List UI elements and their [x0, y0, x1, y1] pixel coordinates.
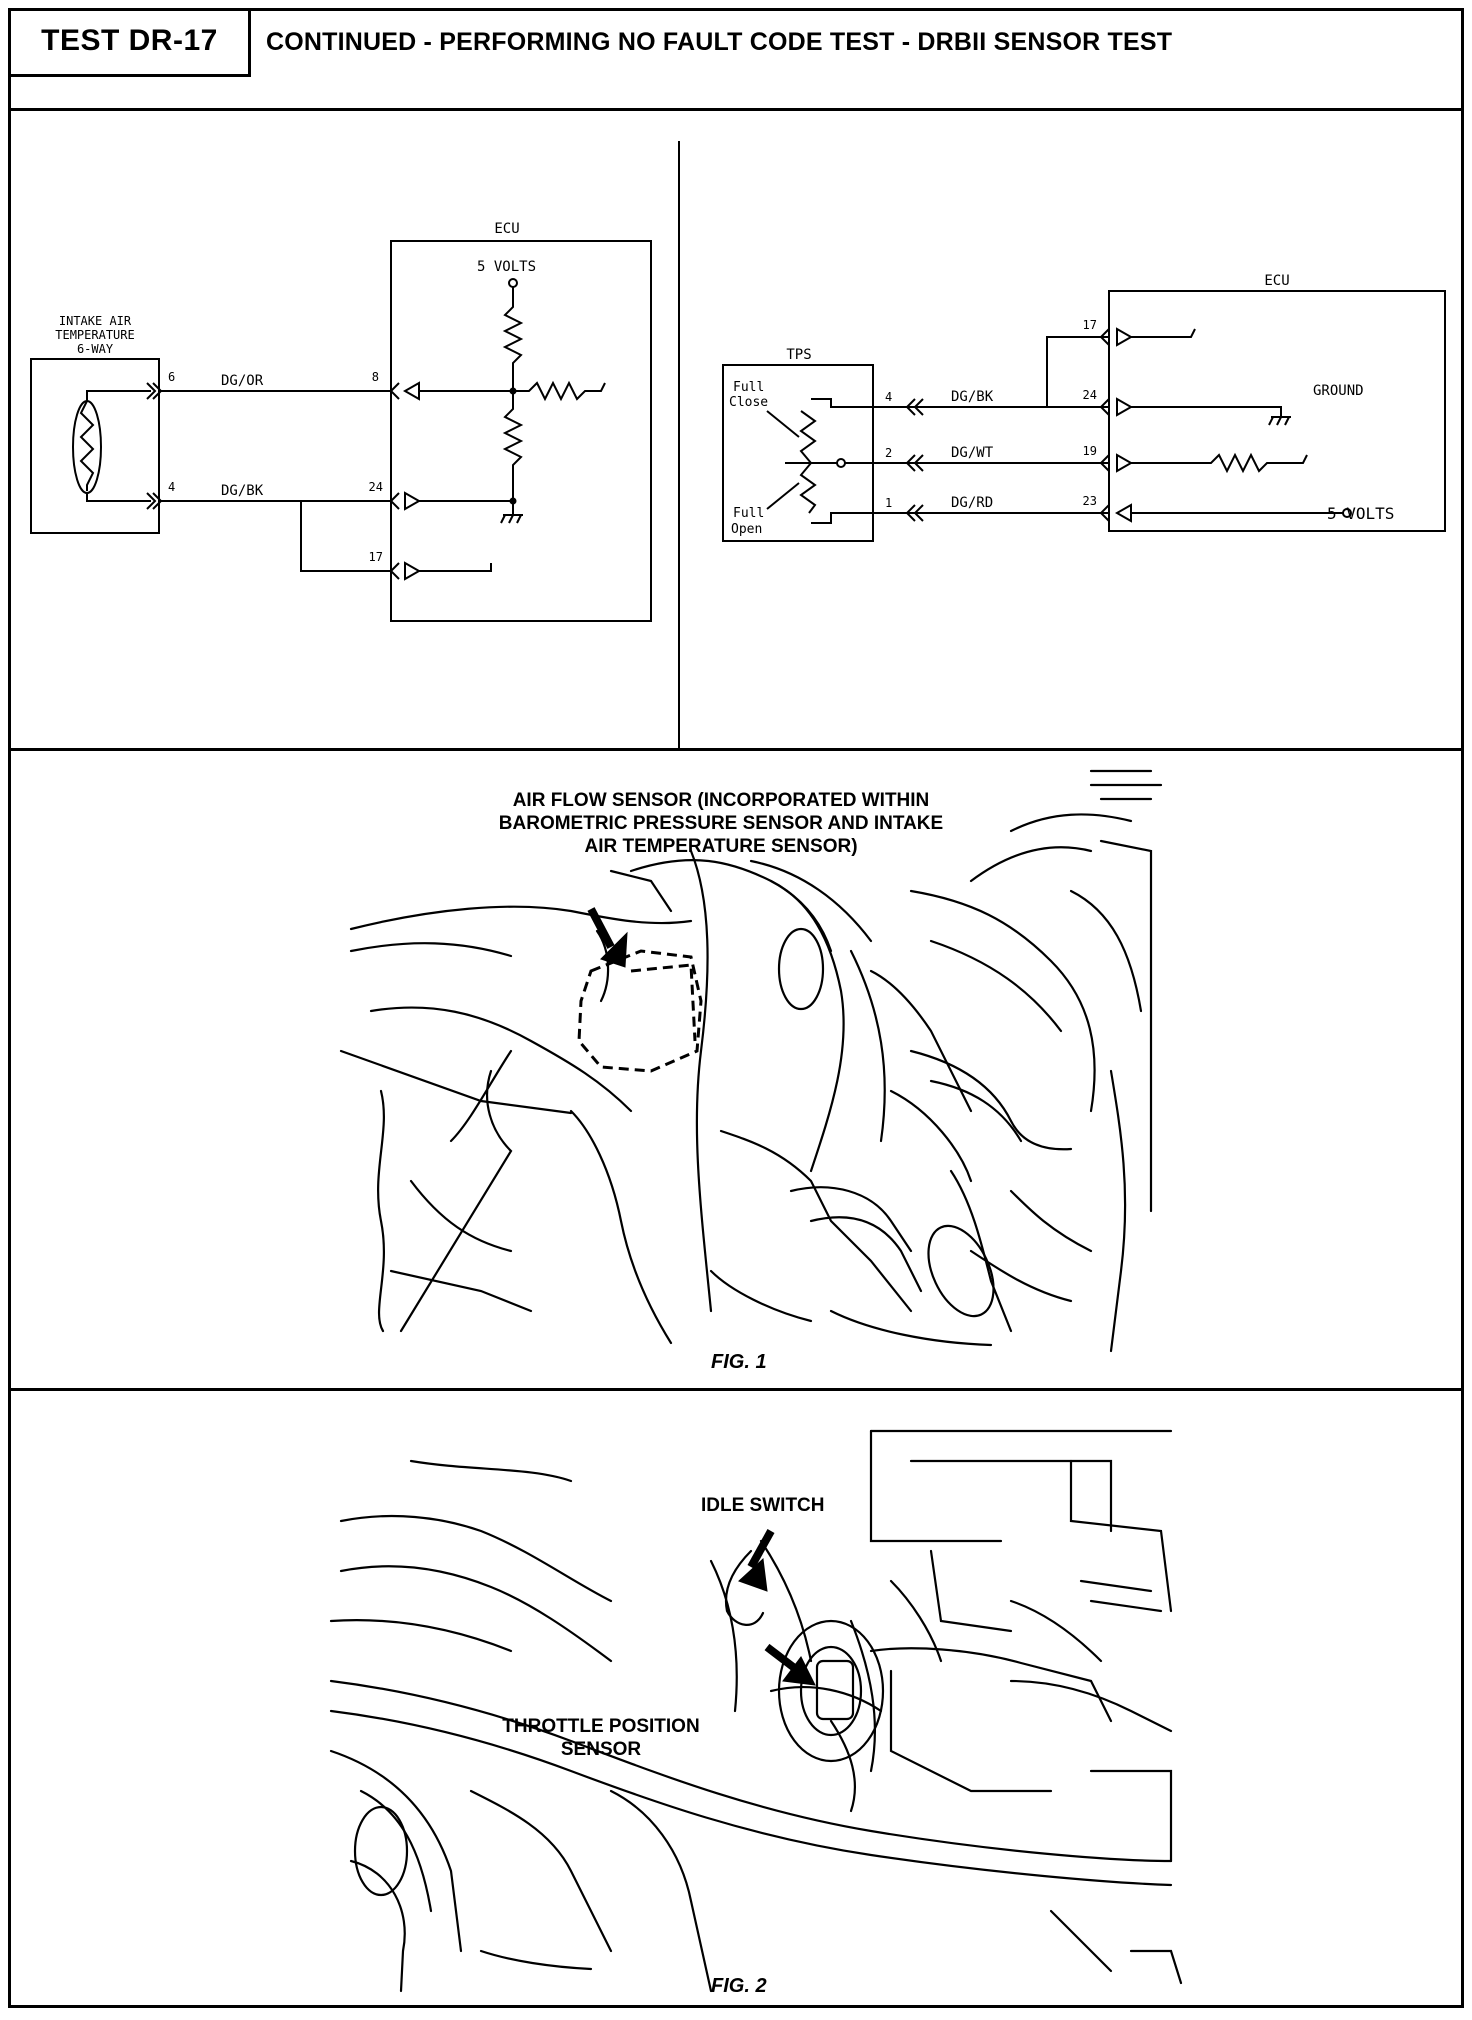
wire-label-dg-wt: DG/WT	[951, 445, 994, 461]
sensor-pin-6: 6	[168, 370, 175, 384]
full-close-line2: Close	[729, 395, 768, 410]
page-title: CONTINUED - PERFORMING NO FAULT CODE TES…	[266, 28, 1173, 56]
air-flow-sensor-callout: AIR FLOW SENSOR (INCORPORATED WITHIN BAR…	[421, 789, 1021, 858]
tps-label: TPS	[786, 347, 811, 363]
arrow-air-flow-sensor	[587, 907, 628, 968]
arrow-throttle-position-sensor	[764, 1643, 816, 1686]
wire-label-dg-bk-right: DG/BK	[951, 389, 994, 405]
figure-1-engine-illustration	[339, 769, 1163, 1353]
ecu-label-left: ECU	[494, 221, 519, 237]
throttle-body-linework	[329, 1429, 1183, 1993]
figure-2-caption: FIG. 2	[711, 1975, 767, 1997]
wire-label-dg-or: DG/OR	[221, 373, 264, 389]
supply-label-right: 5 VOLTS	[1327, 504, 1394, 523]
sensor-label-line1: INTAKE AIR	[59, 314, 132, 328]
sensor-label-line3: 6-WAY	[77, 342, 114, 356]
figure-2-section: IDLE SWITCH THROTTLE POSITION SENSOR FIG…	[11, 1391, 1461, 2005]
test-id-box: TEST DR-17	[11, 11, 251, 77]
ecu-label-right: ECU	[1264, 273, 1289, 289]
wiring-schematics-section: ECU 5 VOLTS INTAKE AIR TEMPERATURE 6-WAY…	[11, 111, 1461, 751]
air-flow-callout-line1: AIR FLOW SENSOR (INCORPORATED WITHIN	[512, 790, 930, 811]
full-close-line1: Full	[733, 380, 764, 395]
air-flow-callout-line3: AIR TEMPERATURE SENSOR)	[584, 836, 858, 857]
tps-potentiometer	[799, 410, 817, 464]
ecu-pin-17-right: 17	[1083, 318, 1097, 332]
figure-1-caption: FIG. 1	[711, 1351, 767, 1373]
wire-label-dg-rd: DG/RD	[951, 495, 993, 511]
sensor-label-line2: TEMPERATURE	[55, 328, 134, 342]
tps-pin-2: 2	[885, 446, 892, 460]
figure-1-section: AIR FLOW SENSOR (INCORPORATED WITHIN BAR…	[11, 751, 1461, 1391]
full-open-line2: Open	[731, 522, 762, 537]
pullup-resistor	[502, 287, 524, 391]
full-open-line1: Full	[733, 506, 764, 521]
air-flow-callout-line2: BAROMETRIC PRESSURE SENSOR AND INTAKE	[498, 813, 944, 834]
thermistor-symbol	[72, 400, 102, 494]
ground-label: GROUND	[1313, 383, 1364, 399]
sensor-pin-4: 4	[168, 480, 175, 494]
intake-air-temp-sensor-box	[30, 358, 160, 534]
tps-pin-4: 4	[885, 390, 892, 404]
ecu-pin-23: 23	[1083, 494, 1097, 508]
tps-callout-line1: THROTTLE POSITION	[502, 1716, 700, 1737]
tps-callout-line2: SENSOR	[560, 1739, 642, 1760]
page-header: TEST DR-17 CONTINUED - PERFORMING NO FAU…	[11, 11, 1461, 111]
ecu-pin-8: 8	[372, 370, 379, 384]
wire-pin17-branch	[1046, 336, 1109, 407]
ecu-supply-label: 5 VOLTS	[477, 259, 536, 275]
wire-label-dg-bk: DG/BK	[221, 483, 264, 499]
service-manual-page: TEST DR-17 CONTINUED - PERFORMING NO FAU…	[8, 8, 1464, 2008]
wiring-schematics: ECU 5 VOLTS INTAKE AIR TEMPERATURE 6-WAY…	[30, 141, 1446, 748]
ecu-box-right	[1108, 290, 1446, 532]
arrow-idle-switch	[738, 1529, 775, 1592]
tps-pin-1: 1	[885, 496, 892, 510]
tps-sense-resistor	[1131, 452, 1308, 474]
sense-resistor	[513, 380, 606, 402]
tps-box	[722, 364, 874, 542]
figure-2-engine-illustration	[329, 1429, 1183, 1993]
air-flow-sensor-outline	[577, 949, 703, 1073]
wire-dg-bk-branch	[300, 501, 391, 572]
idle-switch-label: IDLE SWITCH	[701, 1495, 825, 1516]
divider-resistor	[502, 391, 524, 501]
ecu-pin-19: 19	[1083, 444, 1097, 458]
tps-callout: THROTTLE POSITION SENSOR	[481, 1715, 721, 1761]
ecu-pin-24-left: 24	[369, 480, 383, 494]
engine-bay-linework	[339, 769, 1163, 1353]
ecu-pin-24-right: 24	[1083, 388, 1097, 402]
ecu-pin-17-left: 17	[369, 550, 383, 564]
ecu-box-left	[390, 240, 652, 622]
